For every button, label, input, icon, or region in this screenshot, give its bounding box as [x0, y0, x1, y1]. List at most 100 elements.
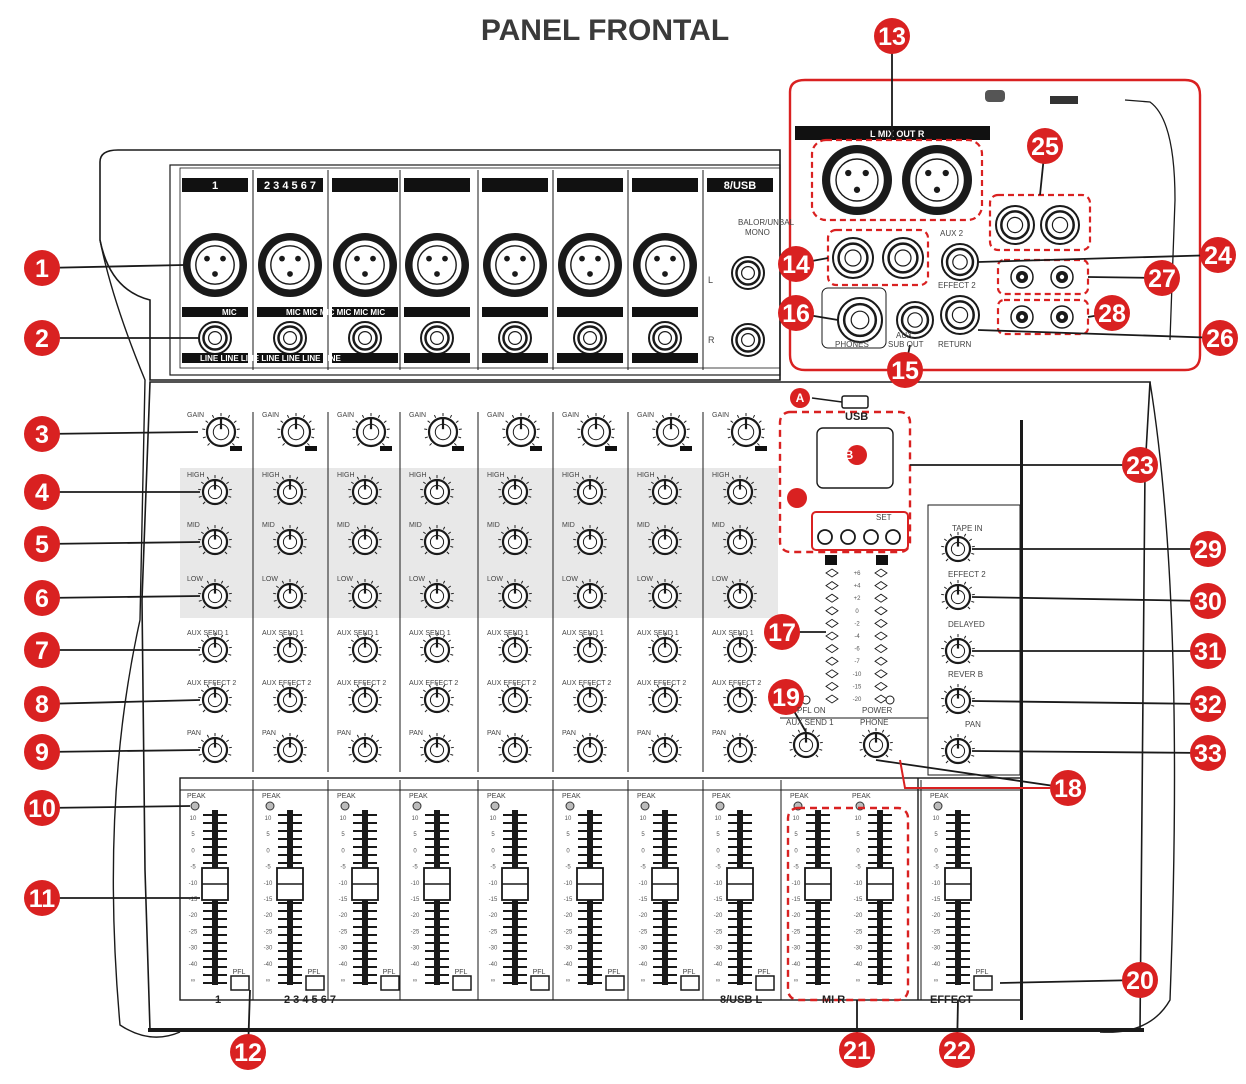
knob-tick — [499, 704, 502, 705]
callout-badge-25: 25 — [1027, 128, 1063, 164]
callout-number: 1 — [35, 255, 49, 283]
knob-tick — [746, 735, 747, 738]
xlr-pin — [512, 271, 518, 277]
knob-tick — [458, 437, 461, 438]
knob-tick — [528, 754, 531, 755]
knob-tick — [653, 437, 656, 438]
knob-tick — [682, 443, 684, 445]
knob-label-high: HIGH — [262, 472, 280, 479]
knob-tick — [950, 686, 951, 689]
knob-tick — [303, 415, 304, 418]
knob-tick — [225, 710, 227, 712]
knob-label-aux-effect-2: AUX EFFECT 2 — [409, 680, 458, 687]
callout-badge-22: 22 — [939, 1032, 975, 1068]
meter-led-right — [875, 582, 887, 590]
knob-tick — [942, 655, 945, 656]
knob-aux-send-1 — [420, 633, 454, 662]
knob-tick — [649, 754, 652, 755]
knob-tick — [676, 640, 678, 642]
knob-aux-effect-2 — [420, 683, 454, 712]
callout-badge-17: 17 — [764, 614, 800, 650]
mic-row-label: MIC MIC MIC MIC MIC MIC — [286, 308, 385, 317]
fader-scale-tick: -40 — [639, 962, 648, 968]
xlr-pin — [587, 271, 593, 277]
knob-tick — [225, 660, 227, 662]
knob-tick — [301, 690, 303, 692]
callout-leader — [972, 597, 1208, 601]
fader-scale-tick: 5 — [934, 832, 938, 838]
callout-badge-7: 7 — [24, 632, 60, 668]
fader-scale-tick: -25 — [264, 929, 273, 935]
knob-aux-send-1 — [348, 633, 382, 662]
callout-leader — [42, 700, 200, 704]
knob-tick — [276, 740, 278, 742]
knob-tick — [506, 421, 508, 423]
knob-aux-effect-2 — [723, 683, 757, 712]
callout-badge-11: 11 — [24, 880, 60, 916]
knob-tick — [596, 735, 597, 738]
peak-label: PEAK — [562, 793, 581, 800]
callout-number: 15 — [891, 357, 919, 385]
knob-tick — [887, 735, 889, 737]
jack-hole — [953, 255, 967, 269]
display-marker-b-text: B — [845, 448, 854, 462]
fader-scale-tick: 5 — [491, 832, 495, 838]
peak-led — [716, 802, 724, 810]
knob-pan — [273, 733, 307, 762]
reverb-label: REVER B — [948, 670, 983, 679]
gain-clip-bar — [605, 446, 617, 451]
fader-scale-tick: -5 — [715, 865, 721, 871]
knob-tick — [199, 754, 202, 755]
knob-tick — [968, 607, 970, 609]
pfl-button — [606, 976, 624, 990]
fader-scale-tick: 10 — [340, 816, 347, 822]
gain-clip-bar — [452, 446, 464, 451]
fader-scale-tick: 5 — [191, 832, 195, 838]
knob-tick — [728, 760, 730, 762]
knob-tick — [792, 735, 794, 737]
xlr-ring — [646, 246, 684, 284]
callout-badge-23: 23 — [1122, 447, 1158, 483]
knob-tick — [278, 760, 280, 762]
rca-pin — [1060, 315, 1064, 319]
knob-tick — [753, 415, 754, 418]
callout-number: 20 — [1126, 967, 1154, 995]
knob-tick — [651, 690, 653, 692]
rear-knob-a — [985, 90, 1005, 102]
callout-number: 27 — [1148, 265, 1176, 293]
fader-scale-tick: -5 — [265, 865, 271, 871]
knob-tick — [671, 735, 672, 738]
knob-label-high: HIGH — [409, 472, 427, 479]
knob-tick — [600, 660, 602, 662]
knob-tick — [578, 660, 580, 662]
jack-hole — [659, 332, 672, 345]
knob-tick — [447, 710, 449, 712]
meter-led-right — [875, 670, 887, 678]
knob-tick — [212, 415, 213, 418]
knob-tick — [942, 553, 945, 554]
line-input-jack — [499, 322, 531, 354]
knob-tick — [274, 754, 277, 755]
knob-tick — [968, 559, 970, 561]
knob-label-low: LOW — [487, 576, 503, 583]
knob-tick — [201, 640, 203, 642]
phone-level-knob — [859, 728, 893, 757]
knob-tick — [499, 654, 502, 655]
meter-scale-tick: -2 — [854, 621, 860, 627]
knob-tick — [300, 760, 302, 762]
meter-led-left — [826, 670, 838, 678]
callout-badge-3: 3 — [24, 416, 60, 452]
peak-led — [413, 802, 421, 810]
delayed-label: DELAYED — [948, 620, 985, 629]
knob-tick — [816, 755, 818, 757]
fader-scale-tick: -5 — [793, 865, 799, 871]
xlr-pin — [426, 256, 432, 262]
xlr-input-jack — [558, 233, 622, 297]
fader-scale-tick: -15 — [564, 897, 573, 903]
knob-tick — [964, 736, 965, 739]
knob-tick — [508, 443, 510, 445]
meter-led-left — [826, 632, 838, 640]
callout-leader — [42, 806, 190, 808]
knob-tick — [501, 690, 503, 692]
knob-tick — [525, 760, 527, 762]
